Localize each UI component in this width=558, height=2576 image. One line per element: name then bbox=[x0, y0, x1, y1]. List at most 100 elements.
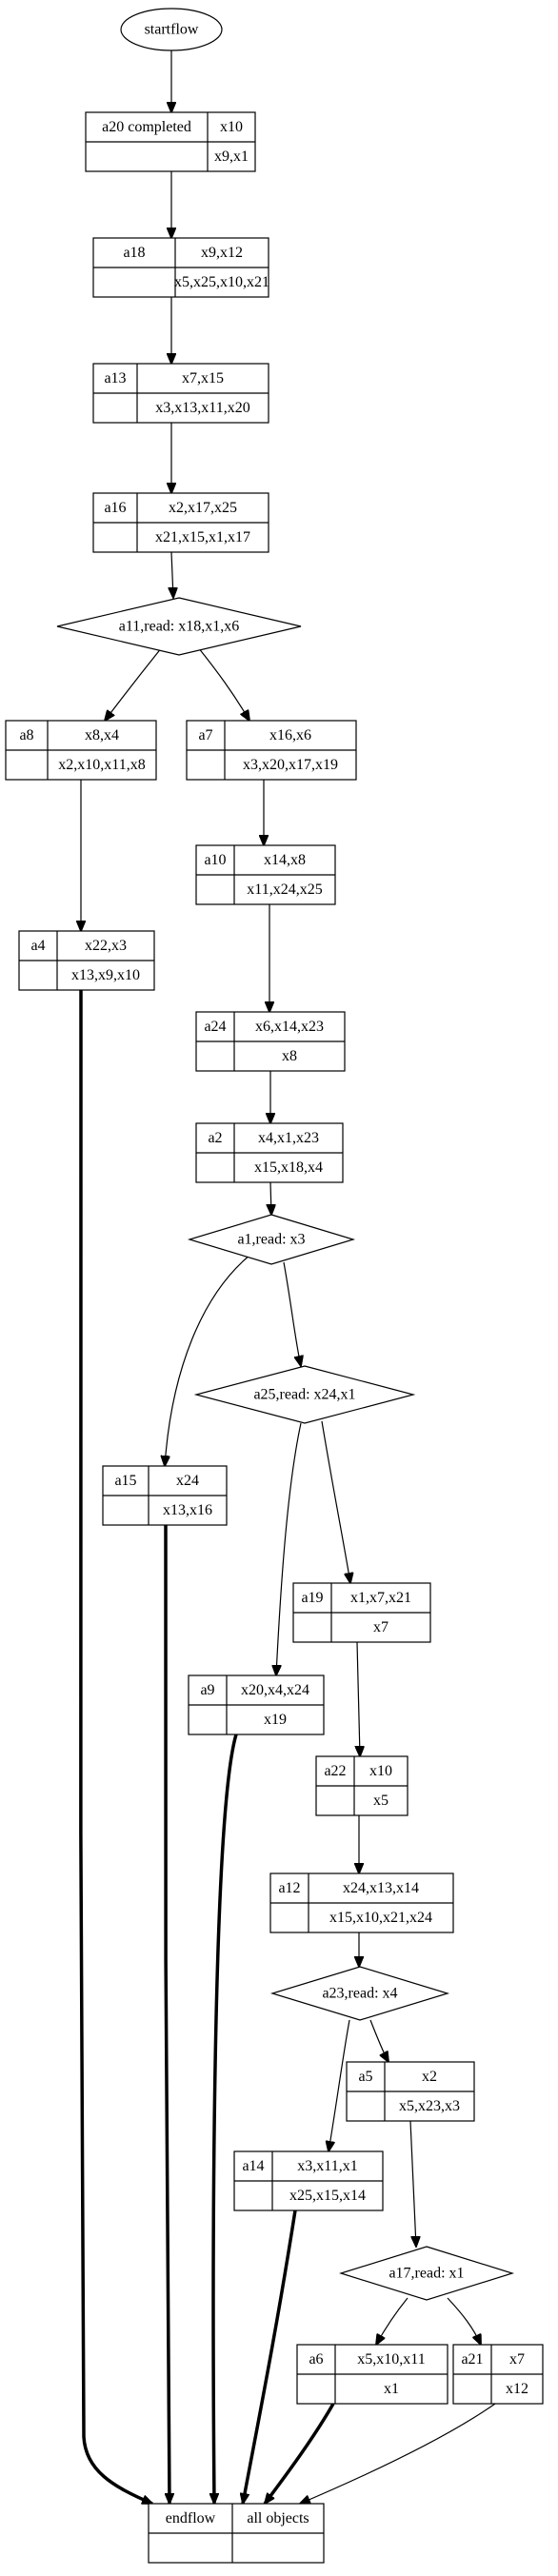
flow-edge bbox=[409, 2120, 416, 2247]
decision-a11: a11,read: x18,x1,x6 bbox=[56, 597, 302, 656]
box-bottom-objects: x5 bbox=[373, 1793, 389, 1809]
box-top-objects: x5,x10,x11 bbox=[357, 2351, 425, 2368]
box-top-objects: x7,x15 bbox=[182, 370, 224, 386]
box-bottom-objects: x8 bbox=[282, 1048, 297, 1064]
box-bottom-objects: x3,x13,x11,x20 bbox=[155, 400, 249, 416]
box-bottom-objects: x12 bbox=[506, 2381, 528, 2397]
box-top-objects: x7 bbox=[509, 2351, 525, 2368]
decision-diamond bbox=[338, 2246, 515, 2301]
decision-a1: a1,read: x3 bbox=[187, 1214, 356, 1265]
decision-label: a17,read: x1 bbox=[389, 2266, 464, 2282]
flow-edge bbox=[283, 1261, 301, 1366]
box-top-objects: x3,x11,x1 bbox=[297, 2158, 357, 2174]
decision-diamond bbox=[193, 1365, 416, 1424]
activity-box-a20: a20 completed x10 x9,x1 bbox=[85, 111, 256, 172]
decision-diamond bbox=[187, 1214, 356, 1265]
box-bottom-objects: x9,x1 bbox=[214, 149, 249, 165]
edges bbox=[78, 50, 496, 2506]
decision-a17: a17,read: x1 bbox=[338, 2246, 515, 2301]
flow-edge bbox=[447, 2297, 481, 2345]
box-name: a16 bbox=[104, 500, 126, 516]
box-name: a7 bbox=[198, 727, 212, 743]
activity-box-a4: a4 x22,x3 x13,x9,x10 bbox=[18, 930, 155, 991]
flow-edge bbox=[376, 2297, 409, 2345]
box-name: a6 bbox=[309, 2351, 323, 2368]
box-name: a21 bbox=[461, 2351, 483, 2368]
box-top-objects: x1,x7,x21 bbox=[350, 1590, 411, 1606]
box-name: a18 bbox=[123, 245, 145, 261]
flow-edge bbox=[270, 1181, 271, 1215]
flow-edge bbox=[276, 1422, 302, 1675]
box-bottom-objects: x25,x15,x14 bbox=[289, 2188, 366, 2204]
decision-label: a11,read: x18,x1,x6 bbox=[119, 619, 239, 635]
activity-box-a16: a16 x2,x17,x25 x21,x15,x1,x17 bbox=[92, 492, 269, 553]
box-name: a2 bbox=[208, 1130, 222, 1146]
flow-edge bbox=[329, 2019, 350, 2151]
flow-edge bbox=[300, 2403, 496, 2504]
activity-box-a9: a9 x20,x4,x24 x19 bbox=[188, 1674, 325, 1735]
box-bottom-objects: x5,x23,x3 bbox=[399, 2098, 460, 2114]
activity-box-a14: a14 x3,x11,x1 x25,x15,x14 bbox=[233, 2150, 384, 2211]
flow-edge bbox=[105, 646, 163, 721]
decision-label: a25,read: x24,x1 bbox=[253, 1387, 355, 1403]
box-top-objects: x10 bbox=[369, 1763, 392, 1779]
box-bottom-objects: x2,x10,x11,x8 bbox=[58, 757, 145, 773]
flow-edge bbox=[171, 551, 173, 598]
box-bottom-objects: x19 bbox=[264, 1712, 287, 1728]
activity-box-a12: a12 x24,x13,x14 x15,x10,x21,x24 bbox=[269, 1873, 454, 1933]
decision-diamond bbox=[56, 597, 302, 656]
activity-box-a19: a19 x1,x7,x21 x7 bbox=[292, 1582, 431, 1643]
nodes: startflow a20 completed x10 x9,x1 a18 x9,x12 x… bbox=[5, 8, 544, 2564]
decision-diamond bbox=[269, 1966, 450, 2021]
box-name: a12 bbox=[278, 1880, 300, 1896]
box-top-objects: x10 bbox=[220, 119, 243, 135]
box-bottom-objects: x15,x10,x21,x24 bbox=[329, 1910, 432, 1926]
box-top-objects: x14,x8 bbox=[264, 852, 306, 868]
start-oval bbox=[120, 8, 223, 51]
start-label: startflow bbox=[145, 22, 199, 38]
box-bottom-objects: x1 bbox=[384, 2381, 399, 2397]
box-top-objects: x16,x6 bbox=[269, 727, 311, 743]
box-bottom-objects: x15,x18,x4 bbox=[254, 1159, 323, 1176]
box-name: a5 bbox=[358, 2069, 372, 2085]
box-top-objects: x20,x4,x24 bbox=[241, 1682, 309, 1698]
box-bottom-objects: x13,x16 bbox=[163, 1502, 212, 1518]
box-name: a19 bbox=[301, 1590, 323, 1606]
box-bottom-objects: x13,x9,x10 bbox=[71, 967, 140, 983]
box-bottom-objects: x7 bbox=[373, 1619, 389, 1635]
flow-edge bbox=[78, 989, 152, 2506]
start-node: startflow bbox=[120, 8, 223, 51]
flow-edge bbox=[165, 1254, 251, 1466]
box-bottom-objects: x21,x15,x1,x17 bbox=[155, 529, 250, 545]
box-top-objects: x8,x4 bbox=[85, 727, 119, 743]
activity-box-a8: a8 x8,x4 x2,x10,x11,x8 bbox=[5, 720, 157, 781]
box-name: a8 bbox=[19, 727, 33, 743]
flow-edge bbox=[369, 2019, 389, 2062]
box-top-objects: x9,x12 bbox=[201, 245, 243, 261]
box-top-objects: x2,x17,x25 bbox=[169, 500, 237, 516]
activity-box-a6: a6 x5,x10,x11 x1 bbox=[296, 2344, 448, 2405]
box-bottom-objects: x11,x24,x25 bbox=[247, 882, 322, 898]
box-top-objects: all objects bbox=[247, 2510, 309, 2526]
activity-box-a21: a21 x7 x12 bbox=[452, 2344, 544, 2405]
box-name: a20 completed bbox=[102, 119, 191, 135]
box-name: a4 bbox=[30, 938, 45, 954]
decision-label: a1,read: x3 bbox=[237, 1232, 305, 1248]
box-top-objects: x22,x3 bbox=[85, 938, 127, 954]
box-name: a9 bbox=[200, 1682, 214, 1698]
flow-edge bbox=[357, 1641, 360, 1756]
box-name: a14 bbox=[242, 2158, 264, 2174]
box-top-objects: x24 bbox=[176, 1473, 199, 1489]
flow-edge bbox=[197, 646, 249, 721]
box-name: a24 bbox=[204, 1019, 226, 1035]
box-top-objects: x24,x13,x14 bbox=[343, 1880, 419, 1896]
